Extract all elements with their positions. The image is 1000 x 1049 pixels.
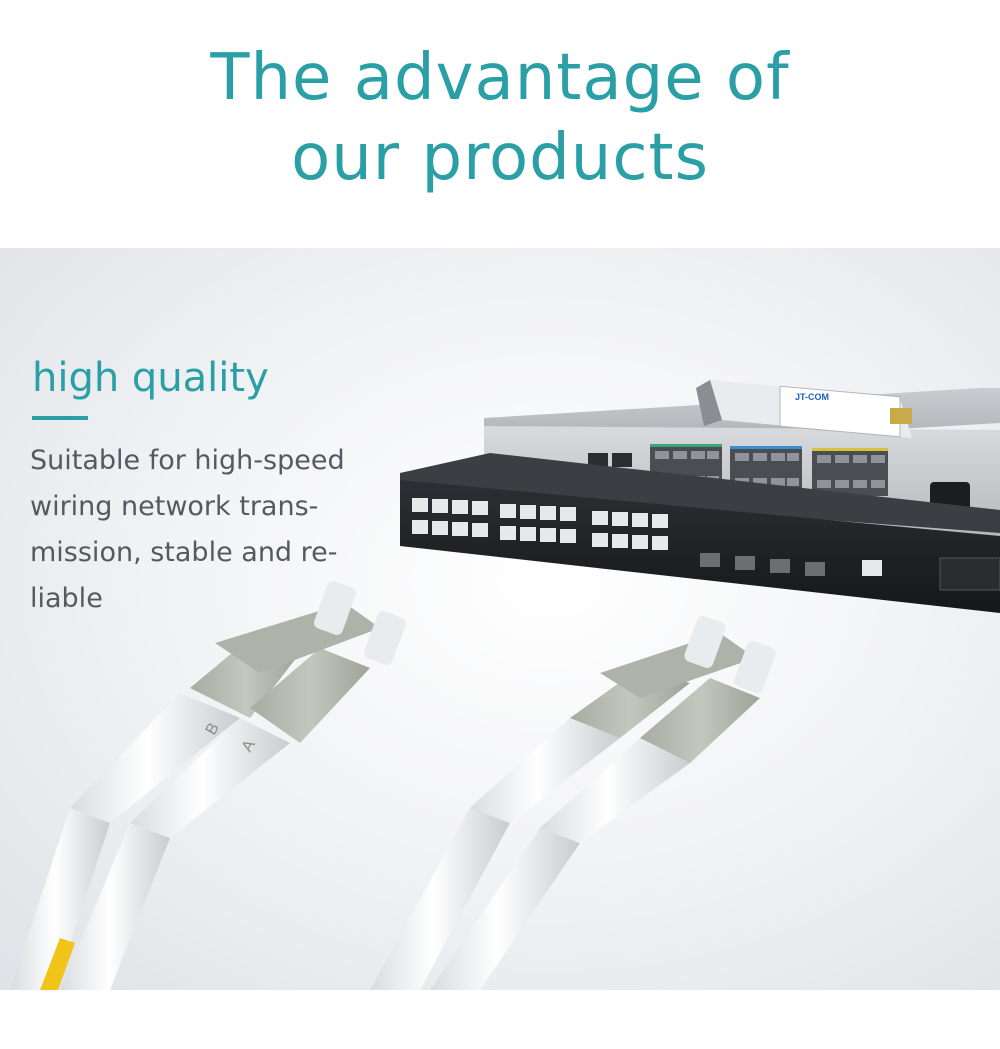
black-switch [400,453,1000,613]
feature-description-line: liable [30,583,103,614]
feature-heading: high quality [32,355,269,401]
title-line-1: The advantage of [210,41,790,115]
feature-description-line: wiring network trans- [30,491,319,522]
lc-connector-left: B A [10,581,406,990]
title-line-2: our products [291,121,709,195]
lc-connector-right [370,616,776,990]
sfp-module: JT-COM [696,380,912,438]
feature-description-line: mission, stable and re- [30,537,338,568]
feature-description-line: Suitable for high-speed [30,445,345,476]
product-photo: JT-COM [0,248,1000,990]
module-brand-label: JT-COM [795,392,829,402]
bottom-spacer [0,990,1000,1049]
feature-underline [32,416,88,420]
fiber-patch-illustration: JT-COM [10,380,1000,990]
feature-description: Suitable for high-speed wiring network t… [30,438,410,622]
page-title: The advantage of our products [0,38,1000,198]
